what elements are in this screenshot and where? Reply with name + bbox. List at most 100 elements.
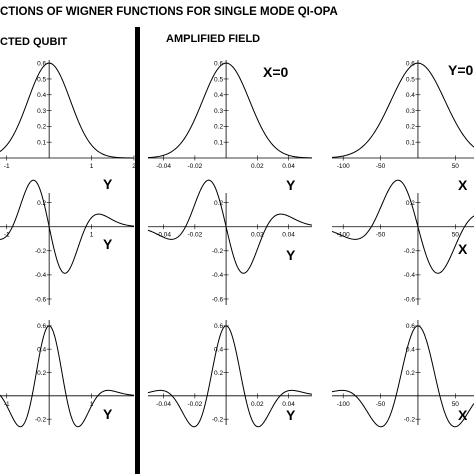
x-tick-label: -100 <box>337 232 350 239</box>
y-tick-label: 0.5 <box>406 76 415 83</box>
x-axis-label: Y <box>103 406 113 422</box>
y-tick-label: -0.4 <box>35 272 47 279</box>
y-tick-label: 0.4 <box>37 92 46 99</box>
y-tick-label: 0.4 <box>37 346 46 353</box>
x-axis-label: X <box>458 241 468 257</box>
x-tick-label: -50 <box>376 163 386 170</box>
y-tick-label: 0.2 <box>37 200 46 207</box>
x-zero-label: X=0 <box>263 64 289 80</box>
wigner-curve <box>331 62 474 158</box>
x-axis-label: X <box>458 407 468 423</box>
y-tick-label: -0.2 <box>404 248 416 255</box>
y-tick-label: -0.6 <box>212 296 224 303</box>
y-tick-label: -0.6 <box>404 296 416 303</box>
y-tick-label: 0.3 <box>37 108 46 115</box>
y-tick-label: 0.2 <box>406 370 415 377</box>
y-tick-label: 0.1 <box>406 139 415 146</box>
y-tick-label: 0.2 <box>406 124 415 131</box>
y-tick-label: -0.4 <box>404 272 416 279</box>
x-tick-label: 50 <box>452 163 460 170</box>
x-tick-label: -0.04 <box>156 163 171 170</box>
y-tick-label: 0.2 <box>214 370 223 377</box>
x-tick-label: 2 <box>132 163 136 170</box>
panel-r2c2: -0.04 -0.02 0.02 0.04 0.2 -0.2 -0.4 -0.6 Y <box>147 179 313 305</box>
y-tick-label: 0.6 <box>37 60 46 67</box>
y-tick-label: 0.6 <box>214 323 223 330</box>
y-tick-label: 0.3 <box>406 108 415 115</box>
y-tick-label: 0.4 <box>406 346 415 353</box>
y-tick-label: -0.2 <box>212 416 224 423</box>
y-tick-label: 0.2 <box>37 370 46 377</box>
x-tick-label: -50 <box>376 232 386 239</box>
x-axis-label: Y <box>286 407 296 423</box>
wigner-curve <box>147 179 313 274</box>
wigner-curve <box>147 325 313 428</box>
y-tick-label: 0.4 <box>406 92 415 99</box>
y-tick-label: 0.6 <box>406 323 415 330</box>
y-tick-label: 0.6 <box>37 323 46 330</box>
y-tick-label: 0.2 <box>406 200 415 207</box>
x-tick-label: 50 <box>452 401 460 408</box>
x-tick-label: 1 <box>90 163 94 170</box>
wigner-curve <box>331 325 474 428</box>
y-tick-label: -0.6 <box>35 296 47 303</box>
y-tick-label: 0.2 <box>37 124 46 131</box>
wigner-curve <box>0 179 135 274</box>
y-tick-label: 0.4 <box>214 92 223 99</box>
wigner-curve <box>0 325 135 428</box>
x-axis-label: X <box>458 177 468 193</box>
x-tick-label: 0.04 <box>282 232 295 239</box>
panel-r1c2: -0.04 -0.02 0.02 0.04 0.1 0.2 0.3 0.4 0.5 0.6Y <box>147 60 313 193</box>
left-section-title: CTED QUBIT <box>0 36 68 48</box>
y-tick-label: -0.4 <box>212 272 224 279</box>
x-tick-label: 1 <box>90 232 94 239</box>
x-tick-label: -1 <box>4 163 10 170</box>
wigner-curve <box>147 62 313 159</box>
x-tick-label: -0.04 <box>156 401 171 408</box>
x-tick-label: 0.02 <box>251 163 264 170</box>
x-tick-label: -100 <box>337 401 350 408</box>
column-divider <box>135 27 140 474</box>
x-tick-label: 0.02 <box>251 401 264 408</box>
x-axis-label: Y <box>103 176 113 192</box>
y-tick-label: -0.2 <box>35 248 47 255</box>
panel-r1c3: -100 -50 50 0.1 0.2 0.3 0.4 0.5 0.6X <box>331 60 474 193</box>
x-tick-label: -100 <box>337 163 350 170</box>
x-tick-label: -0.02 <box>187 232 202 239</box>
y-tick-label: -0.2 <box>212 248 224 255</box>
panel-r3c2: -0.04 -0.02 0.02 0.04 0.2 0.4 0.6 -0.2 Y <box>147 320 313 428</box>
y-tick-label: 0.2 <box>214 124 223 131</box>
panel-r3c3: -100 -50 50 0.2 0.4 0.6 -0.2 X <box>331 320 474 428</box>
y-tick-label: 0.5 <box>214 76 223 83</box>
y-tick-label: 0.2 <box>214 200 223 207</box>
x-tick-label: 0.04 <box>282 401 295 408</box>
panel-r2c3: -100 -50 50 0.2 -0.2 -0.4 -0.6 X <box>331 179 474 305</box>
x-tick-label: 0.04 <box>282 163 295 170</box>
x-axis-label: Y <box>286 177 296 193</box>
y-tick-label: 0.6 <box>406 60 415 67</box>
wigner-curve <box>0 62 135 159</box>
y-tick-label: 0.5 <box>37 76 46 83</box>
figure-title: CTIONS OF WIGNER FUNCTIONS FOR SINGLE MO… <box>0 6 338 18</box>
x-tick-label: -0.02 <box>187 401 202 408</box>
y-zero-label: Y=0 <box>448 62 474 78</box>
wigner-curve <box>331 179 474 274</box>
panel-r1c1: -1 1 2 0.1 0.2 0.3 0.4 0.5 0.6Y <box>0 60 136 192</box>
y-tick-label: -0.2 <box>404 416 416 423</box>
y-tick-label: 0.3 <box>214 108 223 115</box>
right-section-title: AMPLIFIED FIELD <box>166 33 260 45</box>
x-axis-label: Y <box>286 247 296 263</box>
x-tick-label: -50 <box>376 401 386 408</box>
y-tick-label: 0.6 <box>214 60 223 67</box>
y-tick-label: -0.2 <box>35 416 47 423</box>
y-tick-label: 0.4 <box>214 346 223 353</box>
x-axis-label: Y <box>103 236 113 252</box>
x-tick-label: -0.04 <box>156 232 171 239</box>
y-tick-label: 0.1 <box>214 139 223 146</box>
x-tick-label: 50 <box>452 232 460 239</box>
x-tick-label: -0.02 <box>187 163 202 170</box>
y-tick-label: 0.1 <box>37 139 46 146</box>
x-tick-label: 0.02 <box>251 232 264 239</box>
